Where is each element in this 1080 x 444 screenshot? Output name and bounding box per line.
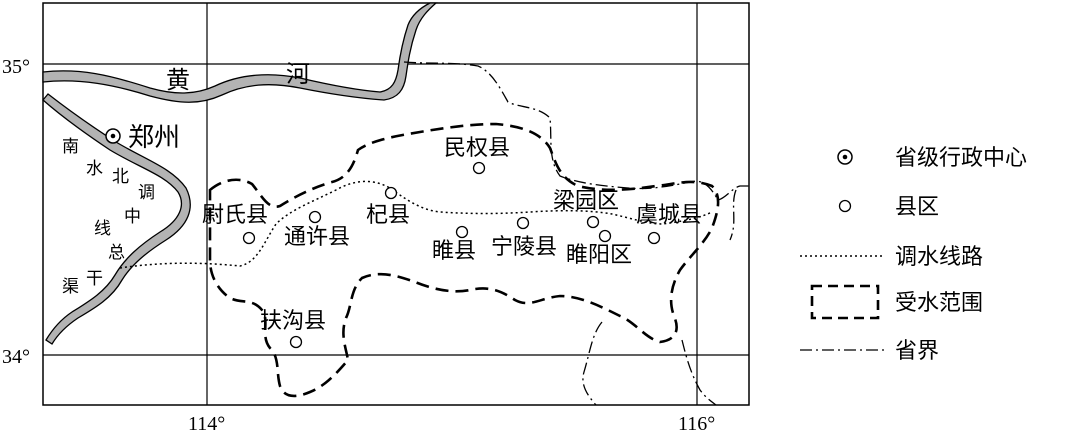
province-boundary-southeast (681, 339, 717, 406)
county-marker-weishi (242, 231, 256, 245)
river-label-char-1: 黄 (166, 66, 190, 94)
legend-item-route: 调水线路 (800, 245, 983, 270)
capital-dot (110, 133, 116, 139)
canal-label-char-8: 干 (86, 269, 103, 289)
county-marker-suiyang (598, 229, 612, 243)
county-marker-liangyuan (586, 215, 600, 229)
lat-label-34: 34° (2, 346, 30, 368)
county-marker-fugou (289, 335, 303, 349)
county-label-sui: 睢县 (432, 239, 476, 264)
county-label-ningling: 宁陵县 (491, 235, 557, 260)
legend-label-route: 调水线路 (895, 245, 983, 270)
legend-label-area: 受水范围 (895, 291, 983, 316)
county-marker-qi (384, 186, 398, 200)
capital-label: 郑州 (128, 123, 180, 153)
legend-item-area: 受水范围 (810, 284, 983, 320)
legend-label-county: 县区 (895, 195, 939, 220)
canal-main (42, 93, 191, 345)
legend: 省级行政中心 县区 调水线路 受水范围 省界 (800, 146, 1027, 364)
province-boundary-south (582, 321, 603, 406)
canal-label-char-2: 水 (86, 159, 103, 179)
legend-item-capital: 省级行政中心 (837, 146, 1027, 171)
county-label-fugou: 扶沟县 (260, 309, 326, 334)
canal-label-char-6: 线 (94, 219, 111, 239)
legend-label-capital: 省级行政中心 (895, 146, 1027, 171)
county-marker-minquan (472, 161, 486, 175)
county-marker-yucheng (647, 231, 661, 245)
diversion-route (119, 180, 713, 269)
county-marker-ningling (516, 216, 530, 230)
county-label-qi: 杞县 (366, 203, 410, 228)
river-label-char-2: 河 (286, 60, 310, 88)
legend-item-county: 县区 (838, 195, 939, 220)
lon-label-114: 114° (188, 413, 225, 435)
canal-label-char-1: 南 (62, 137, 79, 157)
province-boundary-east (729, 189, 737, 241)
capital-marker-zhengzhou (105, 128, 121, 144)
lat-label-35: 35° (2, 56, 30, 78)
county-label-weishi: 尉氏县 (202, 203, 268, 228)
legend-item-boundary: 省界 (800, 339, 939, 364)
county-label-tongxu: 通许县 (284, 225, 350, 250)
county-label-suiyang: 睢阳区 (566, 243, 632, 268)
canal-label-char-3: 北 (112, 167, 129, 187)
canal-label-char-7: 总 (108, 243, 125, 263)
canal-label-char-5: 中 (124, 207, 141, 227)
legend-label-boundary: 省界 (895, 339, 939, 364)
canal-label-char-9: 渠 (62, 277, 79, 297)
county-marker-tongxu (308, 210, 322, 224)
receiving-area (208, 122, 720, 398)
county-label-liangyuan: 梁园区 (553, 189, 619, 214)
lon-label-116: 116° (678, 413, 715, 435)
legend-area-symbol (810, 284, 880, 320)
province-boundary (403, 61, 749, 201)
canal-label-char-4: 调 (138, 183, 155, 203)
map-frame (42, 2, 750, 406)
yellow-river (42, 2, 438, 103)
county-marker-sui (455, 225, 469, 239)
legend-capital-dot (842, 154, 848, 160)
legend-county-symbol (838, 199, 852, 213)
county-label-yucheng: 虞城县 (636, 203, 702, 228)
county-label-minquan: 民权县 (444, 136, 510, 161)
